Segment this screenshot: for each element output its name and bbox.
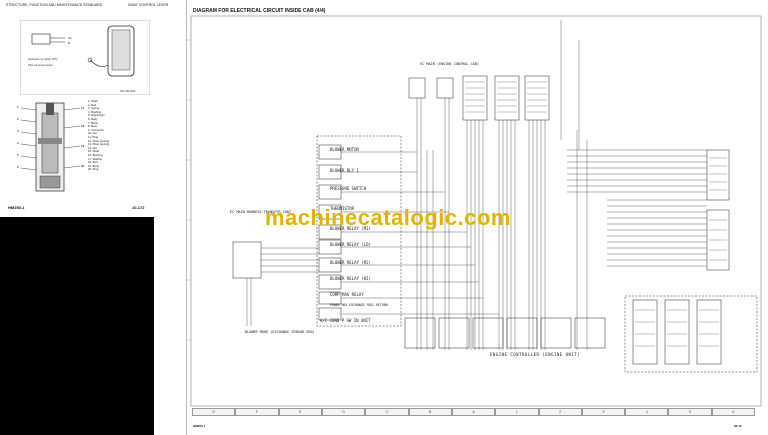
svg-text:6: 6 — [17, 165, 19, 169]
svg-text:1: 1 — [17, 105, 19, 109]
svg-text:4A: 4A — [68, 36, 72, 40]
svg-text:Hydraulic oil (pilot) (KS): Hydraulic oil (pilot) (KS) — [28, 57, 57, 61]
parts-list-item: 17. Washer — [88, 156, 103, 161]
parts-list-item: 4. Bushing — [88, 109, 102, 114]
label-blower-mode: BLOWER MODE (EXCHANGE SENSOR SEN) — [245, 330, 315, 334]
label-blower-relay-m1: BLOWER RELAY (M1) — [330, 226, 371, 231]
label-blower-motor: BLOWER MOTOR — [330, 147, 359, 152]
wiring-diagram — [187, 15, 762, 407]
parts-list-item: 18. Bolt — [88, 160, 98, 165]
parts-list-item: 7. Block — [88, 120, 98, 125]
parts-list-item: 3. Spring — [88, 106, 100, 111]
label-ec-main-harness: EC MAIN HARNESS TRANSFER CONT — [230, 210, 292, 214]
label-power-max: POWER MAX EXCHANGE FUEL RETURN — [330, 303, 388, 307]
svg-text:FSP-AB-0002: FSP-AB-0002 — [120, 90, 136, 93]
parts-list-item: 6. Body — [88, 116, 98, 121]
left-header: STRUCTURE, FUNCTION AND MAINTENANCE STAN… — [6, 3, 103, 7]
label-pressure-switch: PRESSURE SWITCH — [330, 186, 367, 191]
parts-list-item: 14. Nut — [88, 145, 98, 150]
svg-text:Pilot oil temperature: Pilot oil temperature — [28, 63, 53, 67]
grid-cell: 6 — [711, 408, 756, 416]
parts-list-item: 1. Shaft — [88, 99, 98, 103]
grid-cell: 2 — [538, 408, 582, 416]
label-blower-rly-1: BLOWER RLY 1 — [330, 168, 359, 173]
svg-text:2: 2 — [17, 117, 19, 121]
left-page: STRUCTURE, FUNCTION AND MAINTENANCE STAN… — [0, 0, 186, 435]
lever-diagram-top: 4A B Hydraulic oil (pilot) (KS) Pilot oi… — [20, 20, 150, 95]
left-page-number: 10-172 — [132, 205, 145, 210]
lever-section-view: 1 2 3 4 5 6 17 18 19 20 — [17, 102, 85, 192]
grid-cell: D — [321, 408, 366, 416]
parts-list-item: 2. Rod — [88, 102, 97, 107]
page-divider — [186, 0, 187, 435]
grid-cell: B — [408, 408, 452, 416]
parts-list-item: 20. Plug — [88, 167, 99, 172]
label-blower-relay-m2: BLOWER RELAY (M2) — [330, 260, 371, 265]
grid-cell: 4 — [625, 408, 669, 416]
parts-list-item: 19. Body — [88, 163, 100, 168]
label-blower-relay-hi: BLOWER RELAY (HI) — [330, 276, 371, 281]
svg-text:B: B — [68, 41, 70, 45]
grid-cell: 5 — [668, 408, 712, 416]
svg-text:3: 3 — [17, 129, 19, 133]
svg-text:18: 18 — [81, 124, 85, 128]
grid-cell: 1 — [495, 408, 539, 416]
label-thermistor: THERMISTOR — [330, 206, 355, 211]
right-page-number: 90-13 — [734, 424, 742, 428]
black-region — [0, 217, 154, 435]
grid-cell: A — [451, 408, 496, 416]
grid-cell: E — [278, 408, 322, 416]
diagram-title: DIAGRAM FOR ELECTRICAL CIRCUIT INSIDE CA… — [193, 8, 326, 14]
parts-list-item: 11. Plug — [88, 134, 99, 139]
parts-list-item: 9. Connector — [88, 127, 105, 132]
grid-cell: G — [192, 408, 236, 416]
label-comp-mag-relay: COMP MAG RELAY — [330, 292, 364, 297]
grid-cell: C — [365, 408, 409, 416]
svg-text:4: 4 — [17, 141, 19, 145]
right-footer: HM250-1 — [193, 424, 206, 428]
left-header-right: SWAY CONTROL LEVER — [128, 3, 169, 7]
parts-list-item: 12. Plate (spring) — [88, 138, 110, 143]
parts-list-item: 16. Bushing — [88, 152, 103, 157]
parts-list-item: 8. Boot — [88, 124, 97, 129]
svg-text:17: 17 — [81, 106, 85, 110]
label-engine-controller: ENGINE CONTROLLER (ENGINE UNIT) — [490, 352, 581, 357]
svg-text:19: 19 — [81, 144, 85, 148]
parts-list-item: 5. Diaphragm — [88, 113, 105, 118]
svg-text:20: 20 — [81, 164, 85, 168]
parts-list-item: 15. Shaft — [88, 149, 100, 154]
grid-cell: 3 — [581, 408, 626, 416]
watermark: machinecatalogic.com — [265, 205, 511, 230]
parts-list-item: 10. Nut — [88, 131, 98, 136]
label-blower-relay-lo: BLOWER RELAY (LO) — [330, 242, 371, 247]
label-ac-cond: A/C COND P SW IN UNIT — [320, 318, 371, 323]
label-top-connectors: EC MAIN (ENGINE CONTROL CAB) — [420, 62, 480, 66]
parts-list-item: 13. Plate (spring) — [88, 142, 110, 147]
left-footer: HM250-1 — [8, 205, 25, 210]
grid-cell: F — [235, 408, 279, 416]
svg-text:5: 5 — [17, 153, 19, 157]
